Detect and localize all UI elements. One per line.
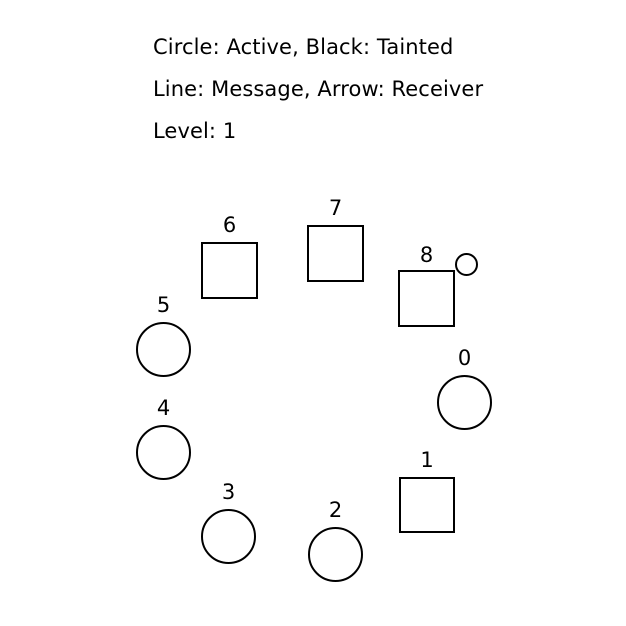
- node-8-message-marker-icon: [455, 253, 478, 276]
- legend-block: Circle: Active, Black: Tainted Line: Mes…: [153, 26, 573, 152]
- node-4-circle-shape[interactable]: [136, 425, 191, 480]
- node-3-label: 3: [221, 480, 236, 504]
- node-7-label: 7: [328, 196, 343, 220]
- node-0-circle-shape[interactable]: [437, 375, 492, 430]
- node-5-circle-shape[interactable]: [136, 322, 191, 377]
- node-6-square-shape[interactable]: [201, 242, 258, 299]
- node-8-square-shape[interactable]: [398, 270, 455, 327]
- node-6-label: 6: [222, 213, 237, 237]
- node-7-square-shape[interactable]: [307, 225, 364, 282]
- node-5-label: 5: [156, 293, 171, 317]
- node-2-label: 2: [328, 498, 343, 522]
- node-2-circle-shape[interactable]: [308, 527, 363, 582]
- legend-line-shapes: Circle: Active, Black: Tainted: [153, 35, 454, 59]
- node-8-label: 8: [419, 243, 434, 267]
- node-1-label: 1: [420, 448, 434, 472]
- legend-line-level: Level: 1: [153, 119, 237, 143]
- node-4-label: 4: [156, 396, 171, 420]
- legend-line-edges: Line: Message, Arrow: Receiver: [153, 77, 484, 101]
- node-3-circle-shape[interactable]: [201, 509, 256, 564]
- node-0-label: 0: [457, 346, 472, 370]
- node-1-square-shape[interactable]: [399, 477, 455, 533]
